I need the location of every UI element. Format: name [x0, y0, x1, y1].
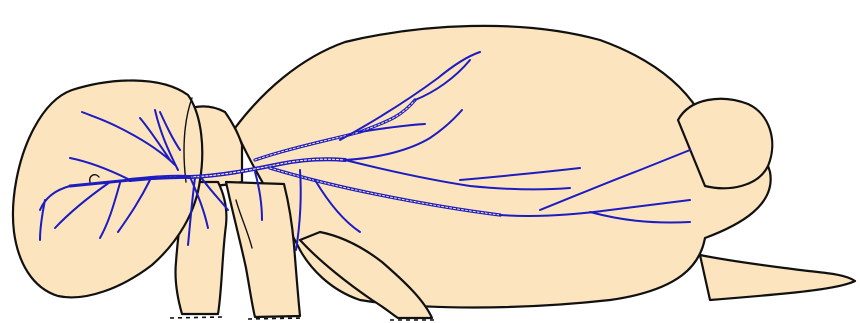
tail-extension — [700, 255, 855, 300]
tissue-outlines — [13, 26, 855, 318]
cut-mark-2 — [248, 318, 304, 319]
cut-mark-1 — [170, 317, 222, 318]
trunk — [235, 26, 771, 308]
head — [13, 80, 202, 297]
